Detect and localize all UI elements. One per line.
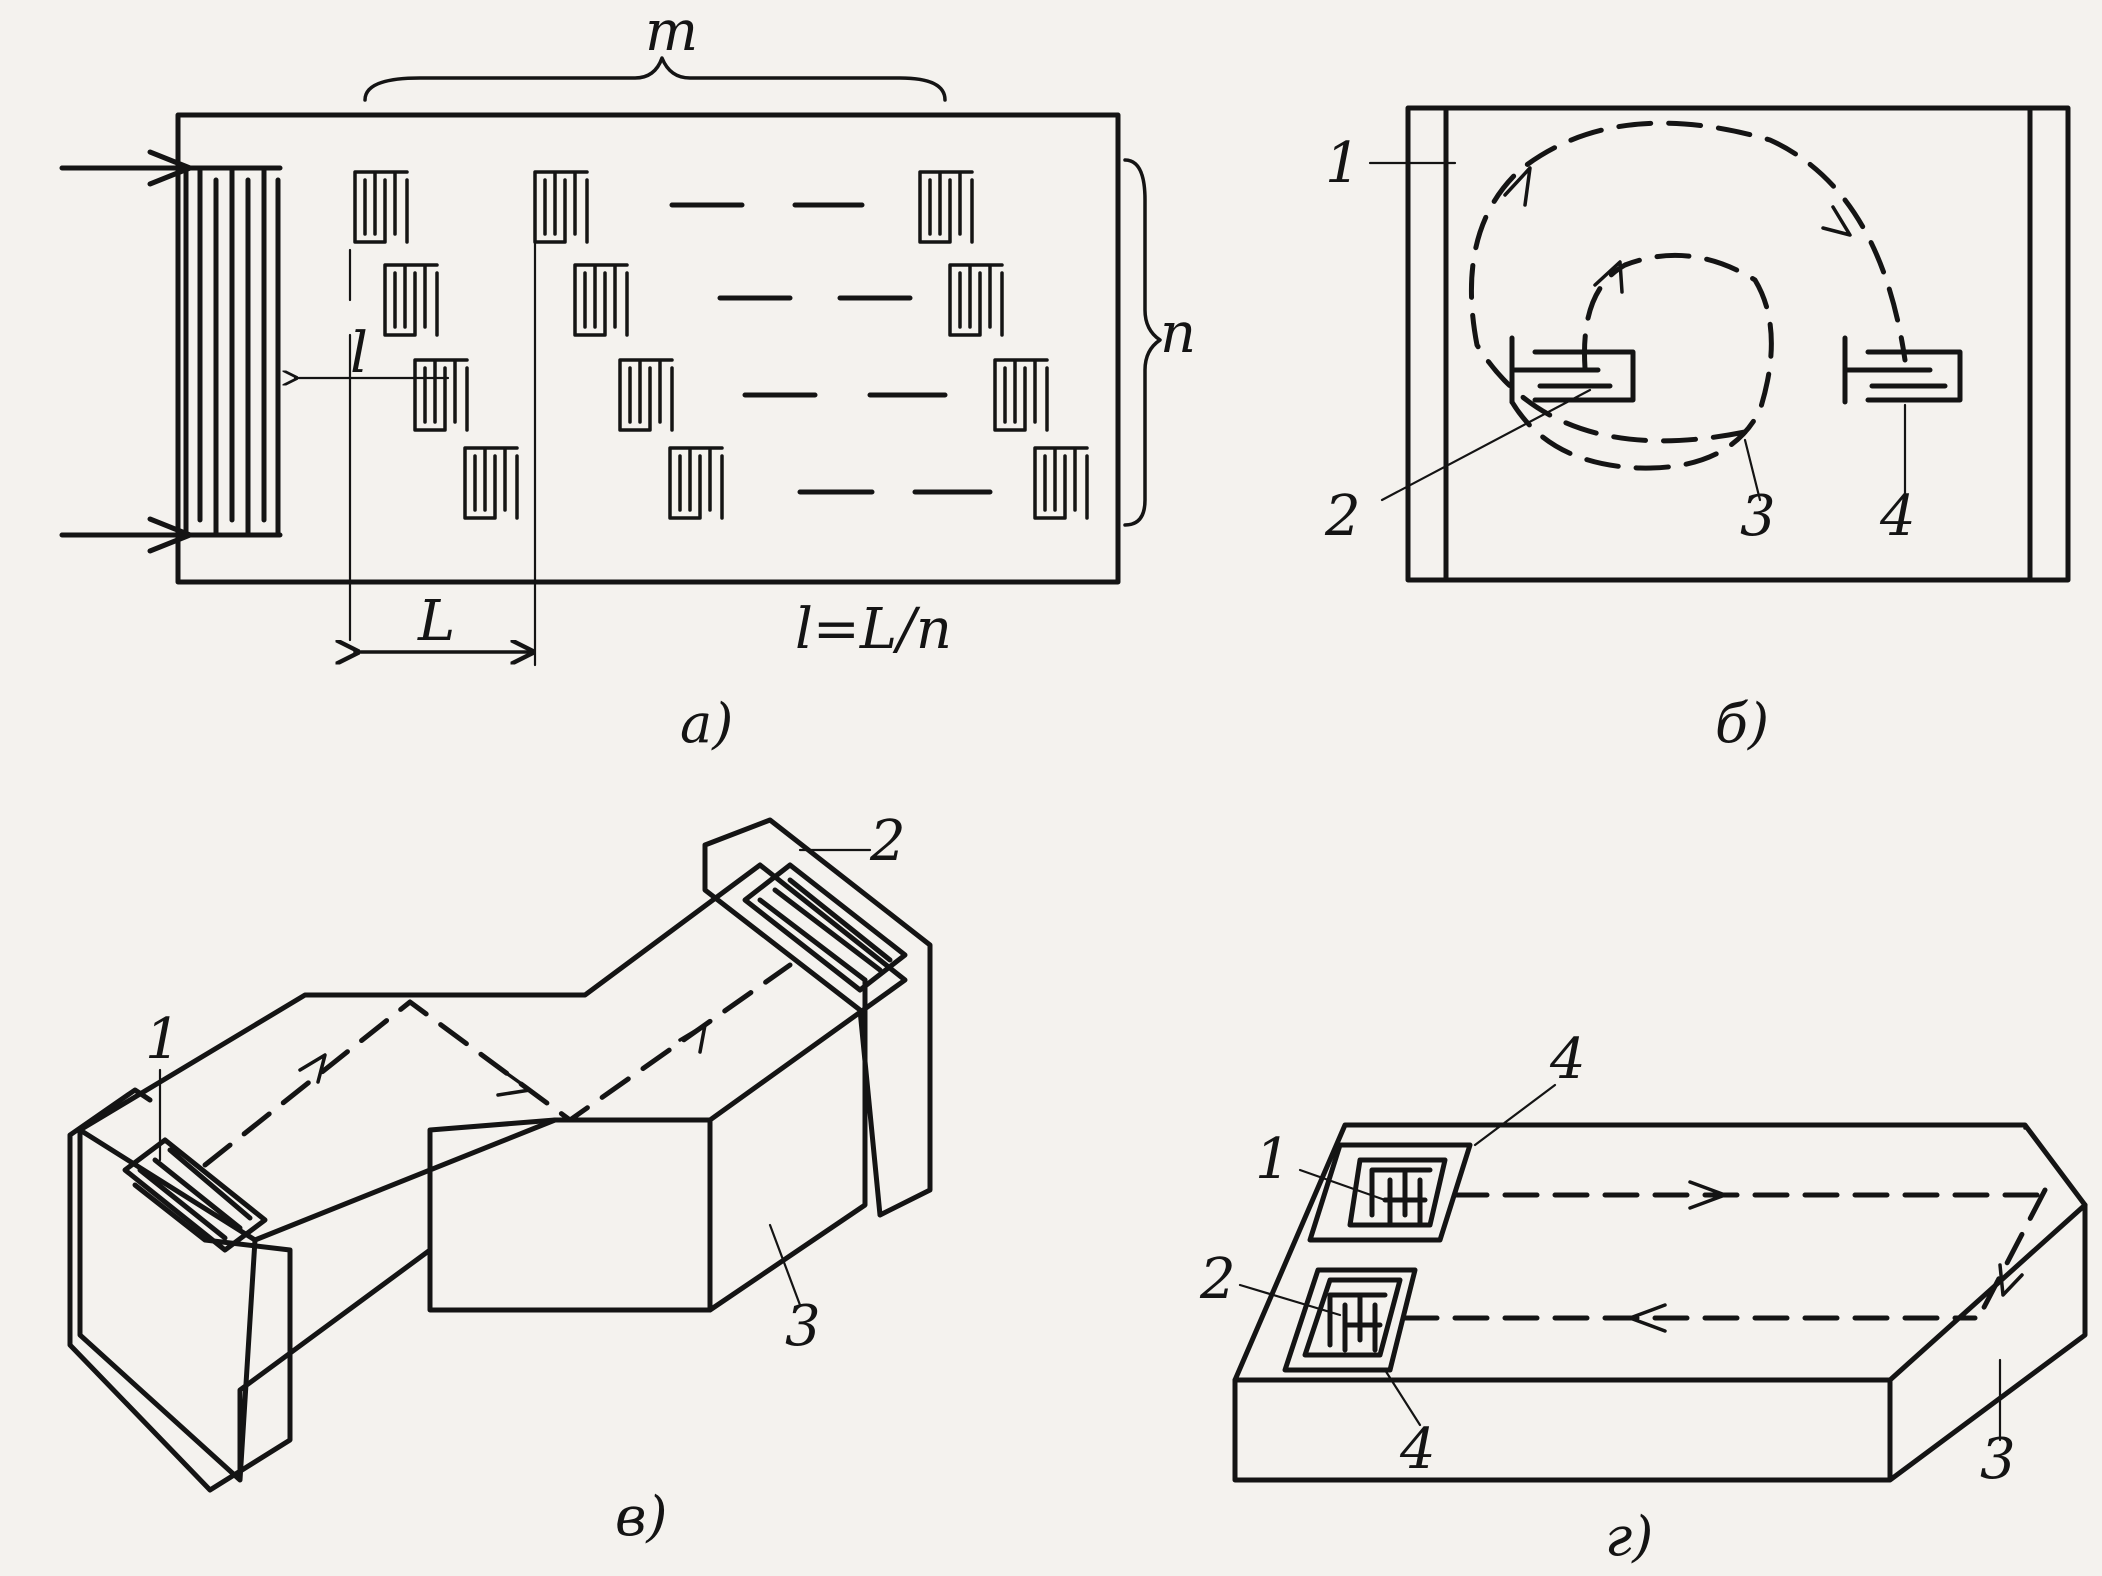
label-d-4-top: 4 [1549,1027,1586,1092]
label-c-2: 2 [869,809,906,874]
label-d-1: 1 [1255,1127,1291,1192]
label-b-4: 4 [1879,484,1916,549]
wave-path-d-reflect [1977,1187,2048,1318]
label-b-3: 3 [1740,484,1776,549]
label-c-1: 1 [145,1007,181,1072]
label-b-1: 1 [1325,131,1361,196]
block-c-front [77,977,868,1483]
leader-c-3 [768,1223,802,1307]
idt-a-2-2 [573,263,629,337]
leader-b-2 [1380,388,1592,502]
transducer-b-4 [1842,335,1963,405]
idt-a-m-3 [993,358,1049,432]
transducer-b-2 [1509,335,1636,405]
substrate-a [175,112,1121,585]
idt-a-m-4 [1033,446,1089,520]
leader-b-3 [1743,438,1762,502]
input-transducer [175,165,283,538]
panel-b: 1 2 3 4 б) [1324,105,2071,755]
formula-l: l=L/n [795,597,952,662]
idt-a-2-4 [668,446,724,520]
spiral-path-inner [1509,252,1774,471]
spiral-arrow-3 [1593,260,1624,294]
caption-b: б) [1715,692,1769,755]
block-c-top [77,862,908,1243]
wave-arrow-c-1 [298,1053,327,1084]
idt-a-1-3 [413,358,469,432]
leader-d-4-top [1473,1083,1557,1147]
leader-d-4-bottom [1383,1368,1422,1427]
panel-d: 1 2 4 4 3 г) [1199,1027,2088,1568]
label-c-3: 3 [785,1294,821,1359]
caption-a: а) [680,692,733,755]
idt-a-1-2 [383,263,439,337]
absorber-c-right [702,817,933,1218]
idt-a-m-1 [918,170,974,244]
input-arrow-top [59,149,193,187]
substrate-b [1405,105,2071,583]
block-d-top [1232,1122,2088,1383]
leader-d-2 [1238,1283,1342,1317]
label-b-2: 2 [1324,484,1361,549]
label-l: l [350,321,368,386]
bracket-n [1123,158,1162,527]
caption-d: г) [1605,1505,1653,1568]
transducer-c-1 [122,1137,268,1253]
transducer-c-2 [742,862,908,993]
idt-a-2-1 [533,170,589,244]
idt-a-1-1 [353,170,409,244]
absorber-c-left [67,1087,293,1493]
spiral-arrow-2 [1821,205,1852,237]
label-d-2: 2 [1199,1247,1236,1312]
wave-arrow-d-3 [1628,1303,1667,1333]
label-d-4-bottom: 4 [1399,1417,1436,1482]
label-n: n [1160,301,1196,366]
input-arrow-bottom [59,516,193,554]
panel-a: m n L l l=L/n [59,0,1196,755]
idt-a-1-4 [463,446,519,520]
bracket-m [363,56,947,102]
wave-arrow-c-3 [678,1023,707,1054]
wave-arrow-d-2 [1998,1263,2024,1297]
spiral-path-outer [1468,120,1908,444]
idt-a-m-2 [948,263,1004,337]
wave-path-c [202,962,793,1168]
wave-arrow-c-2 [493,1063,532,1097]
panel-c: 1 2 3 в) [67,809,933,1548]
label-d-3: 3 [1980,1427,2016,1492]
idt-a-2-3 [618,358,674,432]
transducer-d-1 [1307,1142,1473,1243]
wave-arrow-d-1 [1688,1180,1727,1210]
label-m: m [645,0,698,64]
caption-c: в) [615,1485,668,1548]
block-d-front [1232,1202,2088,1483]
leader-d-1 [1298,1168,1387,1202]
label-L: L [417,589,455,654]
continuation-dashes [669,202,993,495]
transducer-d-2 [1282,1267,1418,1373]
spiral-arrow-1 [1503,166,1532,207]
